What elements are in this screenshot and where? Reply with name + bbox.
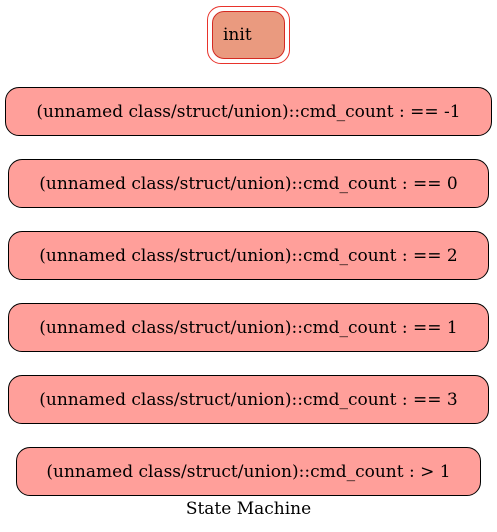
state-label: (unnamed class/struct/union)::cmd_count …: [39, 245, 458, 266]
state-label: (unnamed class/struct/union)::cmd_count …: [39, 389, 458, 410]
state-label: (unnamed class/struct/union)::cmd_count …: [39, 173, 458, 194]
state-label: (unnamed class/struct/union)::cmd_count …: [36, 101, 461, 122]
state-label: (unnamed class/struct/union)::cmd_count …: [39, 317, 458, 338]
init-state-node: init: [212, 11, 285, 59]
state-node-cmd-count-gt-1: (unnamed class/struct/union)::cmd_count …: [16, 447, 481, 496]
state-node-cmd-count-eq-0: (unnamed class/struct/union)::cmd_count …: [8, 159, 489, 208]
state-label: (unnamed class/struct/union)::cmd_count …: [46, 461, 451, 482]
state-node-cmd-count-eq-1: (unnamed class/struct/union)::cmd_count …: [8, 303, 489, 352]
init-state-outer-border: [207, 6, 290, 64]
state-node-cmd-count-eq-minus-1: (unnamed class/struct/union)::cmd_count …: [5, 87, 492, 136]
diagram-caption: State Machine: [185, 499, 312, 519]
init-state-label: init: [223, 25, 252, 45]
state-node-cmd-count-eq-2: (unnamed class/struct/union)::cmd_count …: [8, 231, 489, 280]
state-node-cmd-count-eq-3: (unnamed class/struct/union)::cmd_count …: [8, 375, 489, 424]
